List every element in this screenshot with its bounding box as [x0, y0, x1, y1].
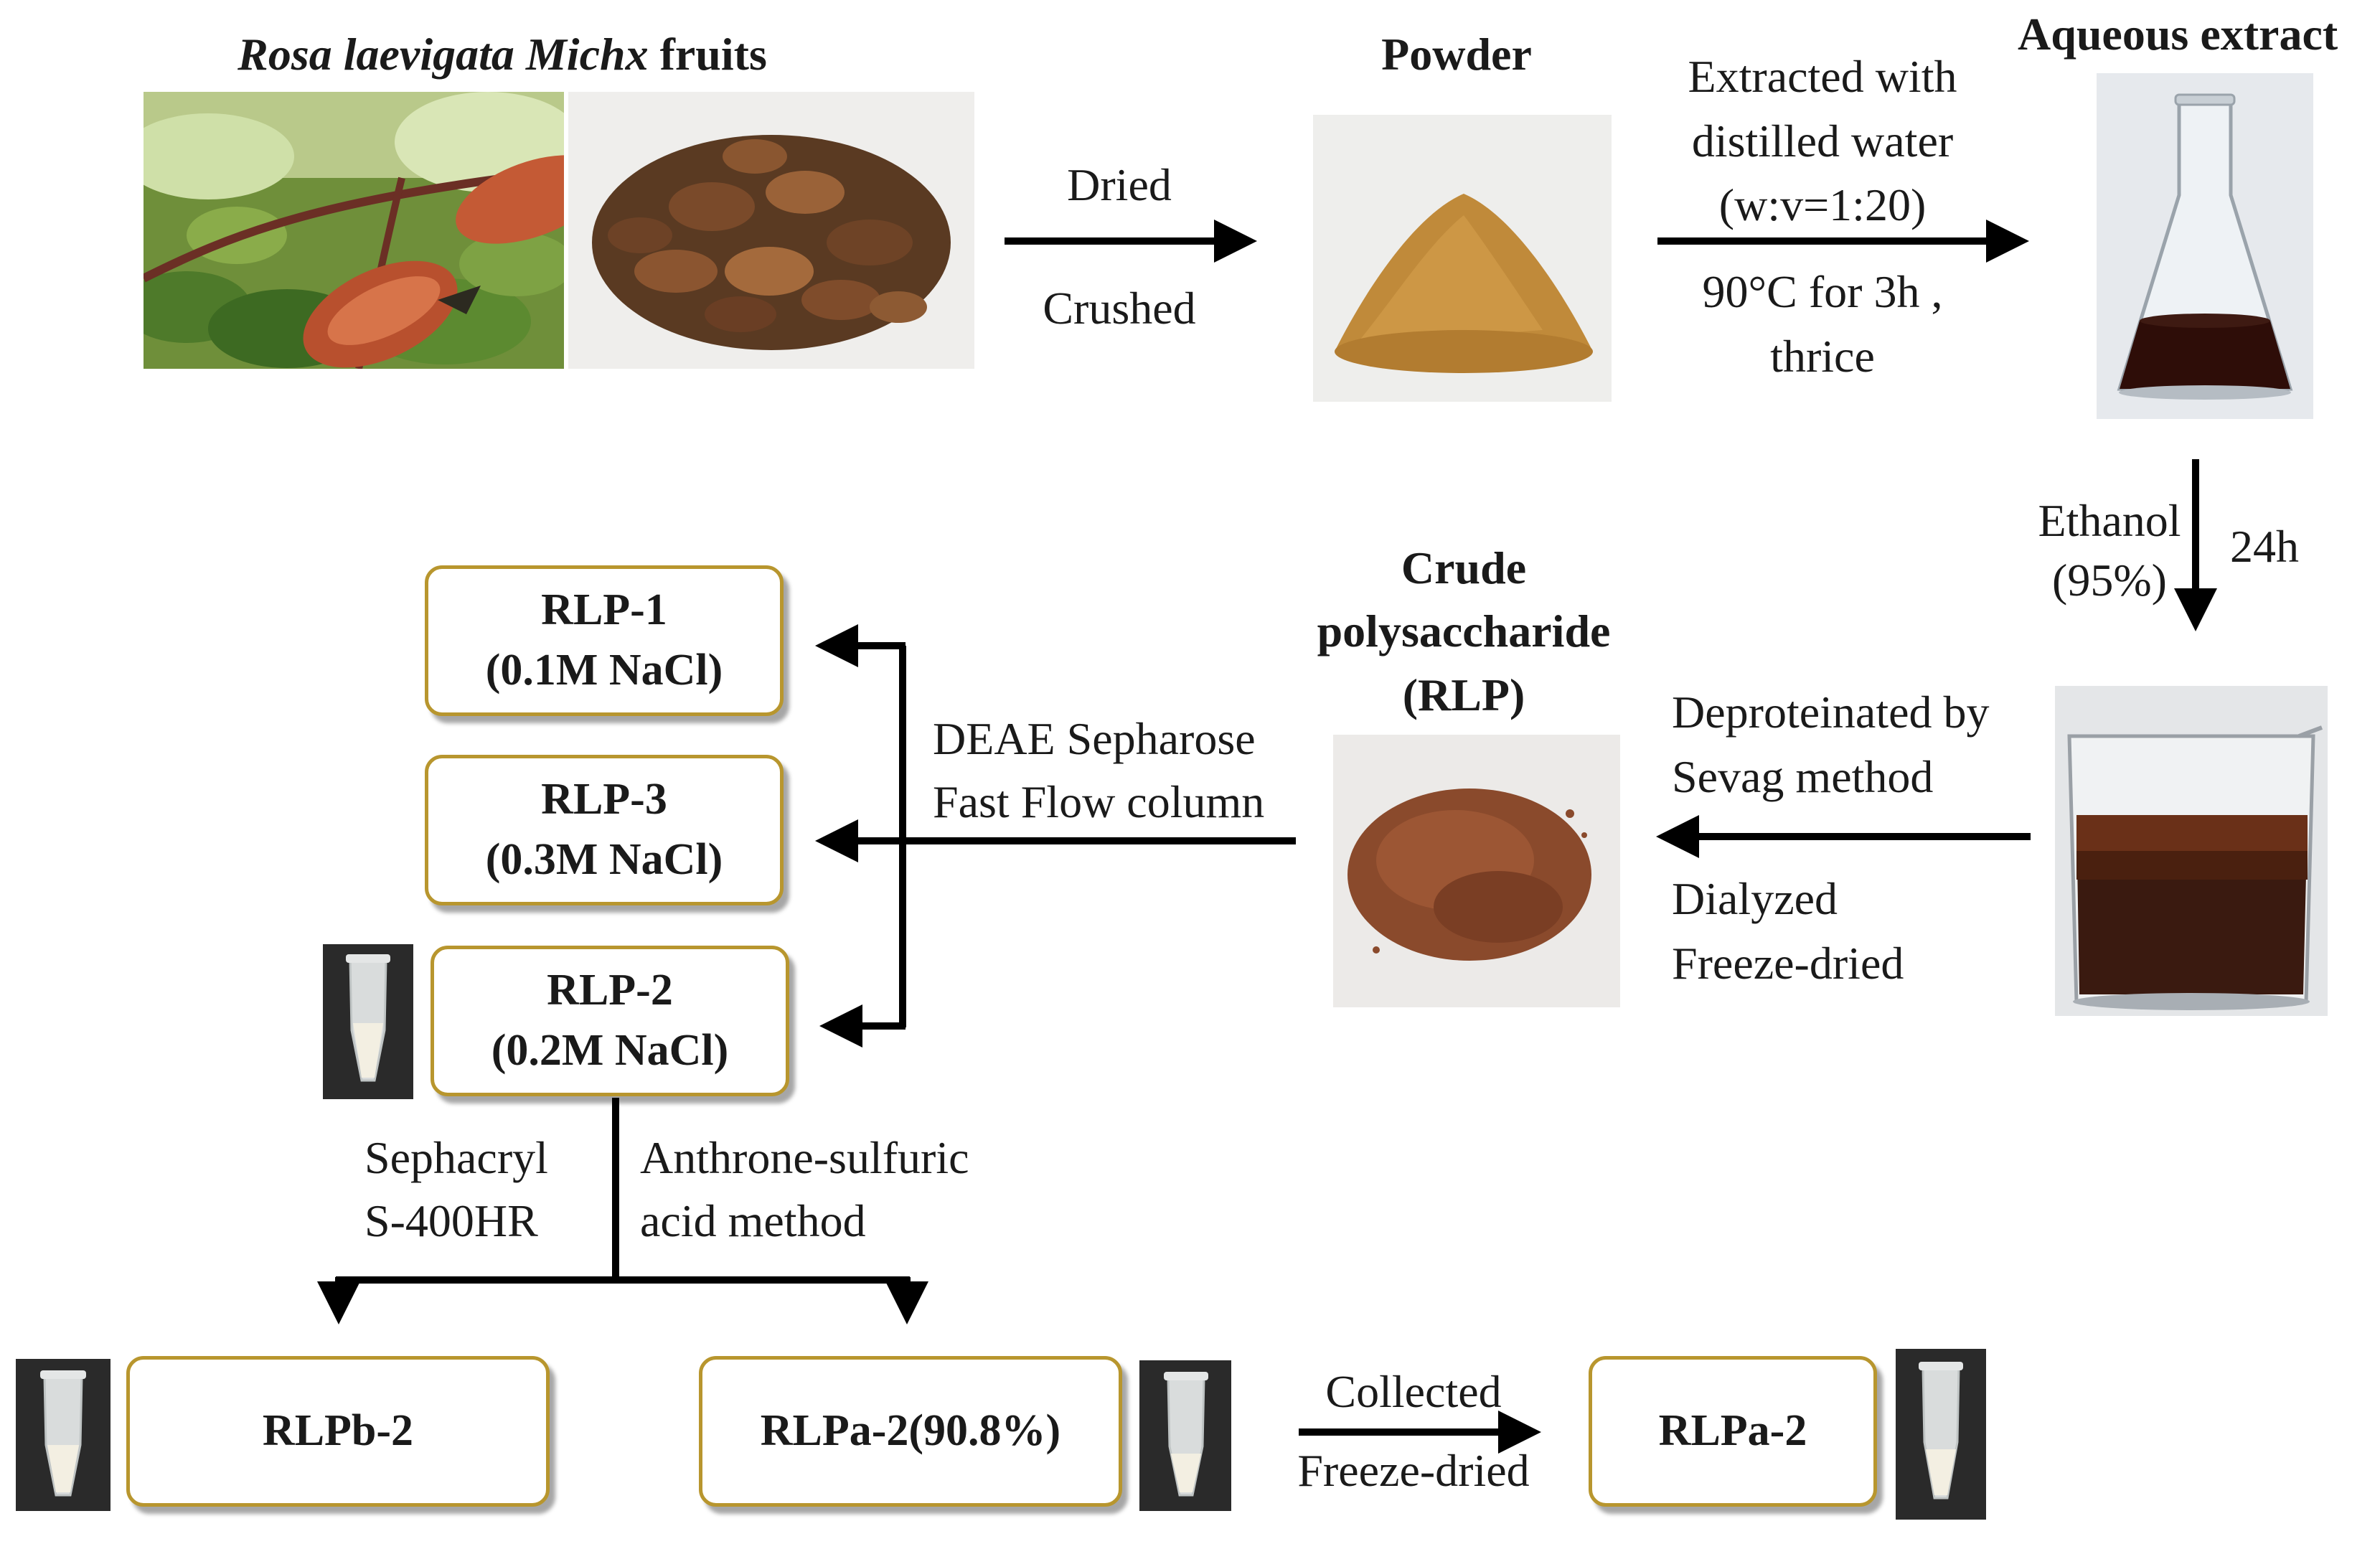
fraction-box-rlp-2: RLP-2 (0.2M NaCl): [431, 946, 789, 1096]
sample-tube-photo: [1896, 1349, 1986, 1520]
dried-fruits-photo: [568, 92, 974, 369]
rlpb-2-box: RLPb-2: [126, 1356, 550, 1507]
extracted-with-label: Extracted with distilled water (w:v=1:20…: [1688, 51, 1957, 231]
fraction-box-rlp-1: RLP-1 (0.1M NaCl): [425, 565, 784, 716]
beaker-photo: [2055, 686, 2328, 1016]
duration-label: 24h: [2230, 521, 2299, 572]
aqueous-extract-title: Aqueous extract: [2018, 9, 2338, 60]
collected-label: Collected: [1325, 1366, 1502, 1417]
rlpa-2-percent-box: RLPa-2(90.8%): [699, 1356, 1122, 1507]
rlpa-2-final-box: RLPa-2: [1589, 1356, 1877, 1507]
powder-title: Powder: [1381, 29, 1532, 80]
freeze-dried-label: Freeze-dried: [1297, 1445, 1530, 1496]
fraction-box-rlp-3: RLP-3 (0.3M NaCl): [425, 755, 784, 905]
sephacryl-label: Sephacryl S-400HR: [364, 1132, 548, 1247]
sample-tube-photo: [16, 1359, 110, 1511]
fruits-title: Rosa laevigata Michx fruits: [237, 29, 767, 80]
aqueous-extract-flask-photo: [2097, 73, 2313, 419]
sample-tube-photo: [1139, 1360, 1231, 1511]
ethanol-label: Ethanol (95%): [2038, 495, 2181, 606]
anthrone-method-label: Anthrone-sulfuric acid method: [640, 1132, 969, 1247]
crude-polysaccharide-photo: [1333, 735, 1620, 1007]
deae-column-label: DEAE Sepharose Fast Flow column: [933, 713, 1265, 828]
fruit-branch-photo: [144, 92, 564, 369]
dialyzed-label: Dialyzed Freeze-dried: [1672, 873, 1904, 989]
temperature-label: 90°C for 3h , thrice: [1702, 266, 1943, 382]
sample-tube-photo: [323, 944, 413, 1099]
deproteinated-label: Deproteinated by Sevag method: [1672, 687, 1990, 802]
powder-photo: [1313, 115, 1612, 402]
crushed-label: Crushed: [1043, 283, 1196, 334]
crude-polysaccharide-title: Crude polysaccharide (RLP): [1317, 542, 1611, 720]
dried-label: Dried: [1067, 159, 1172, 210]
